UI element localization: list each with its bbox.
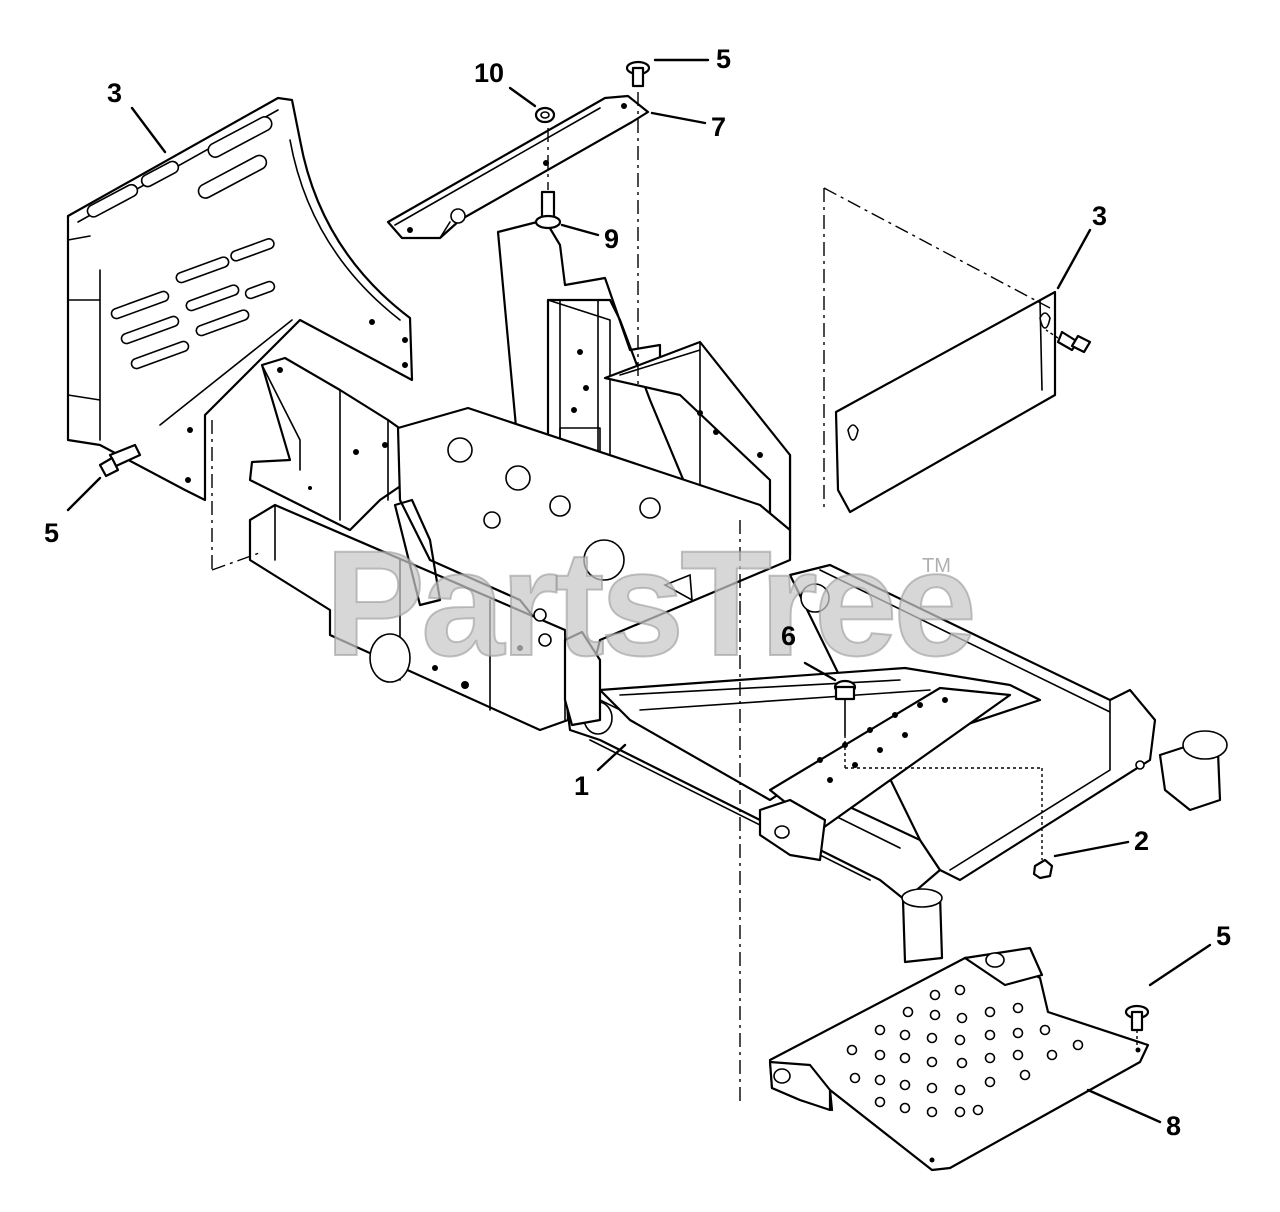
shield-plate-part[interactable] [834,290,1057,514]
callout-leaders [66,58,1212,1124]
seat-pan-part[interactable] [66,96,414,502]
assembly-lines [211,92,1138,1105]
foot-plate-part[interactable] [768,946,1150,1172]
screw-part-bottom[interactable] [1124,1004,1150,1032]
screw-part-right[interactable] [1056,330,1092,354]
bumper-part[interactable] [833,679,857,736]
watermark: PartsTree [325,519,973,687]
callout-5-left[interactable]: 5 [44,518,59,548]
left-support-part [248,356,404,532]
callout-9[interactable]: 9 [604,224,619,254]
frame-part[interactable] [248,406,1228,964]
bolt-part-9[interactable] [534,190,562,230]
screw-part-left[interactable] [98,443,142,478]
upright-bracket-part [496,218,792,567]
callout-8[interactable]: 8 [1166,1111,1181,1141]
callout-2[interactable]: 2 [1134,826,1149,856]
callout-7[interactable]: 7 [711,112,726,142]
callout-4[interactable]: 3 [107,78,122,108]
washer-part[interactable] [534,106,556,124]
trademark: TM [922,555,951,577]
callout-10[interactable]: 10 [474,58,504,88]
bracket-part[interactable] [386,94,650,240]
callout-3[interactable]: 3 [1092,201,1107,231]
callout-6[interactable]: 6 [781,621,796,651]
callout-1[interactable]: 1 [574,771,589,801]
callout-labels: 3 10 5 7 9 3 5 6 1 2 5 8 [44,44,1231,1141]
callout-5-top[interactable]: 5 [716,44,731,74]
callout-5-bottom[interactable]: 5 [1216,921,1231,951]
nut-part[interactable] [1032,858,1054,880]
screw-part-top[interactable] [625,60,651,88]
